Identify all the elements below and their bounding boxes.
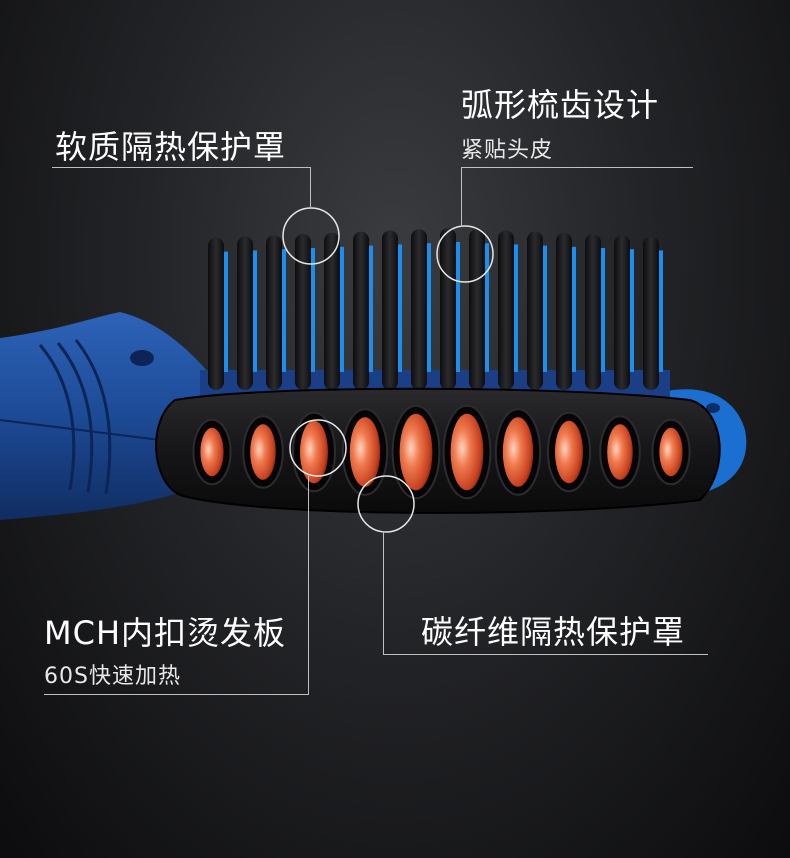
bristle-group bbox=[208, 228, 663, 390]
handle-groove bbox=[74, 339, 112, 495]
bristle bbox=[643, 236, 659, 390]
heater-plate bbox=[250, 424, 276, 480]
handle-seam bbox=[0, 419, 161, 441]
heater-plate bbox=[659, 427, 683, 477]
heater-plate bbox=[607, 424, 633, 480]
bristle bbox=[237, 236, 253, 390]
bristle bbox=[440, 228, 456, 390]
end-cap-hole bbox=[706, 403, 720, 413]
heater-plate bbox=[349, 417, 381, 487]
bristle bbox=[585, 234, 601, 390]
handle-groove bbox=[56, 342, 94, 493]
callout-circle-mch-plate bbox=[289, 419, 347, 477]
leader-line bbox=[383, 654, 708, 655]
leader-line bbox=[52, 167, 311, 168]
bristle bbox=[382, 230, 398, 390]
bristle bbox=[614, 235, 630, 390]
leader-line bbox=[383, 532, 384, 654]
mch-plate-title: MCH内扣烫发板 bbox=[44, 614, 287, 652]
leader-line bbox=[461, 167, 462, 227]
leader-line bbox=[308, 476, 309, 694]
heater-plate bbox=[399, 413, 433, 491]
bristle bbox=[556, 232, 572, 390]
bristle bbox=[498, 230, 514, 390]
callout-circle-soft-cover bbox=[282, 207, 340, 265]
heater-plate bbox=[200, 427, 224, 477]
leader-line bbox=[310, 167, 311, 208]
callout-circle-curved-teeth bbox=[436, 225, 494, 283]
bristle bbox=[411, 229, 427, 390]
bristle bbox=[266, 235, 282, 390]
curved-teeth-title: 弧形梳齿设计 bbox=[461, 86, 660, 124]
leader-line bbox=[461, 167, 693, 168]
handle-groove bbox=[38, 344, 76, 491]
bristle bbox=[295, 234, 311, 390]
bristle bbox=[469, 229, 485, 390]
leader-line bbox=[44, 694, 309, 695]
bristle bbox=[208, 237, 224, 390]
bristle bbox=[527, 231, 543, 390]
carbon-cover-title: 碳纤维隔热保护罩 bbox=[421, 613, 686, 651]
soft-cover-title: 软质隔热保护罩 bbox=[55, 128, 287, 166]
callout-circle-carbon-cover bbox=[357, 475, 415, 533]
bristle bbox=[324, 232, 340, 390]
heater-plate bbox=[300, 420, 328, 484]
heater-plate bbox=[502, 417, 534, 487]
curved-teeth-subtitle: 紧贴头皮 bbox=[461, 138, 554, 163]
bristle bbox=[353, 231, 369, 390]
handle-vent bbox=[130, 350, 154, 366]
heater-plate-group bbox=[192, 404, 691, 500]
heater-plate bbox=[450, 413, 484, 491]
heater-plate bbox=[555, 420, 583, 484]
mch-plate-subtitle: 60S快速加热 bbox=[44, 664, 181, 689]
